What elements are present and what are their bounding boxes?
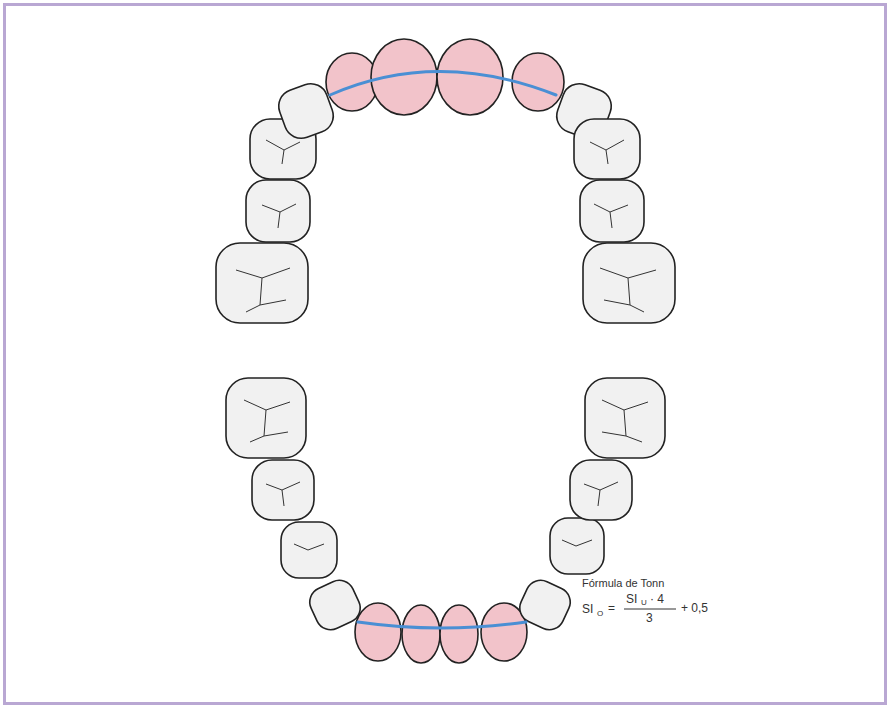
fissure [236,268,290,312]
formula-symbol: SI [626,593,637,605]
fissure [602,400,648,442]
formula-subscript: U [641,599,647,607]
premolar [580,180,644,242]
fraction-bar [624,609,676,610]
formula-number: + 0,5 [681,602,708,614]
fissure [294,544,324,550]
fissure [562,540,592,546]
fissure [266,482,300,506]
fissure [590,140,624,164]
premolar [252,460,314,520]
molar [583,243,675,323]
molar [226,378,306,458]
formula-symbol: SI [582,603,593,615]
molar [585,378,665,458]
premolar [550,518,604,574]
upper-arch [216,39,675,323]
fissure [584,482,618,506]
lower-incisor [355,603,401,661]
fissure [266,140,300,164]
lower-incisor-width-line [358,622,526,628]
formula-title: Fórmula de Tonn [582,578,664,589]
fissure [594,204,628,228]
premolar [570,460,632,520]
premolar [574,119,640,179]
formula-number: · 4 [650,593,664,605]
fissure [600,268,656,312]
upper-incisor-width-line [330,72,556,96]
lower-incisor [402,605,440,663]
premolar [281,522,337,578]
premolar [246,180,310,242]
fissure [262,204,296,228]
lower-arch [226,378,665,663]
lower-incisor [440,605,478,663]
formula-subscript: O [597,610,603,618]
fissure [244,400,290,442]
formula-number: 3 [646,612,653,624]
canine [515,575,575,634]
molar [216,243,308,323]
frame-border [3,3,887,705]
formula-operator: = [608,602,615,614]
occlusal-fissures [236,140,656,550]
